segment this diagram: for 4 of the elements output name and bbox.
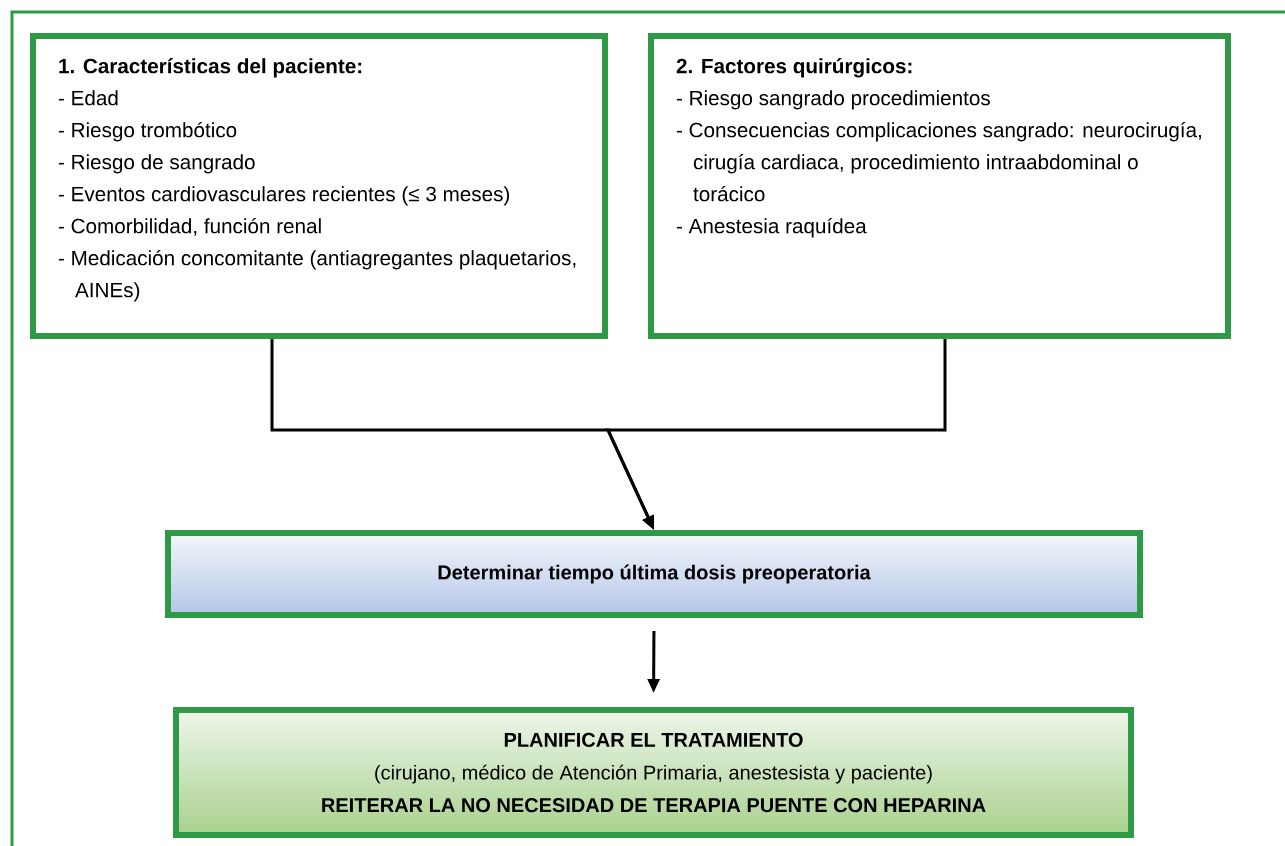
factor-box: 2. Factores quirúrgicos: - Riesgo sangrado procedimientos - Consecuencias complicaciones sangrado: neurocirugía, cirugía cardiaca, procedimiento intraabdominal o torácico - Anestesia raquídea: [648, 33, 1231, 339]
process-box: Determinar tiempo última dosis preoperatoria: [165, 530, 1143, 618]
result-box: PLANIFICAR EL TRATAMIENTO (cirujano, médico de Atención Primaria, anestesista y paciente) REITERAR LA NO NECESIDAD DE TERAPIA PUENTE CON HEPARINA: [173, 707, 1134, 838]
factor-box: 1. Características del paciente: - Edad - Riesgo trombótico - Riesgo de sangrado - Eventos cardiovasculares recientes (≤ 3 meses) - Comorbilidad, función renal - Medicación concomitante (antiagregantes plaquetarios, AINEs): [30, 33, 608, 339]
